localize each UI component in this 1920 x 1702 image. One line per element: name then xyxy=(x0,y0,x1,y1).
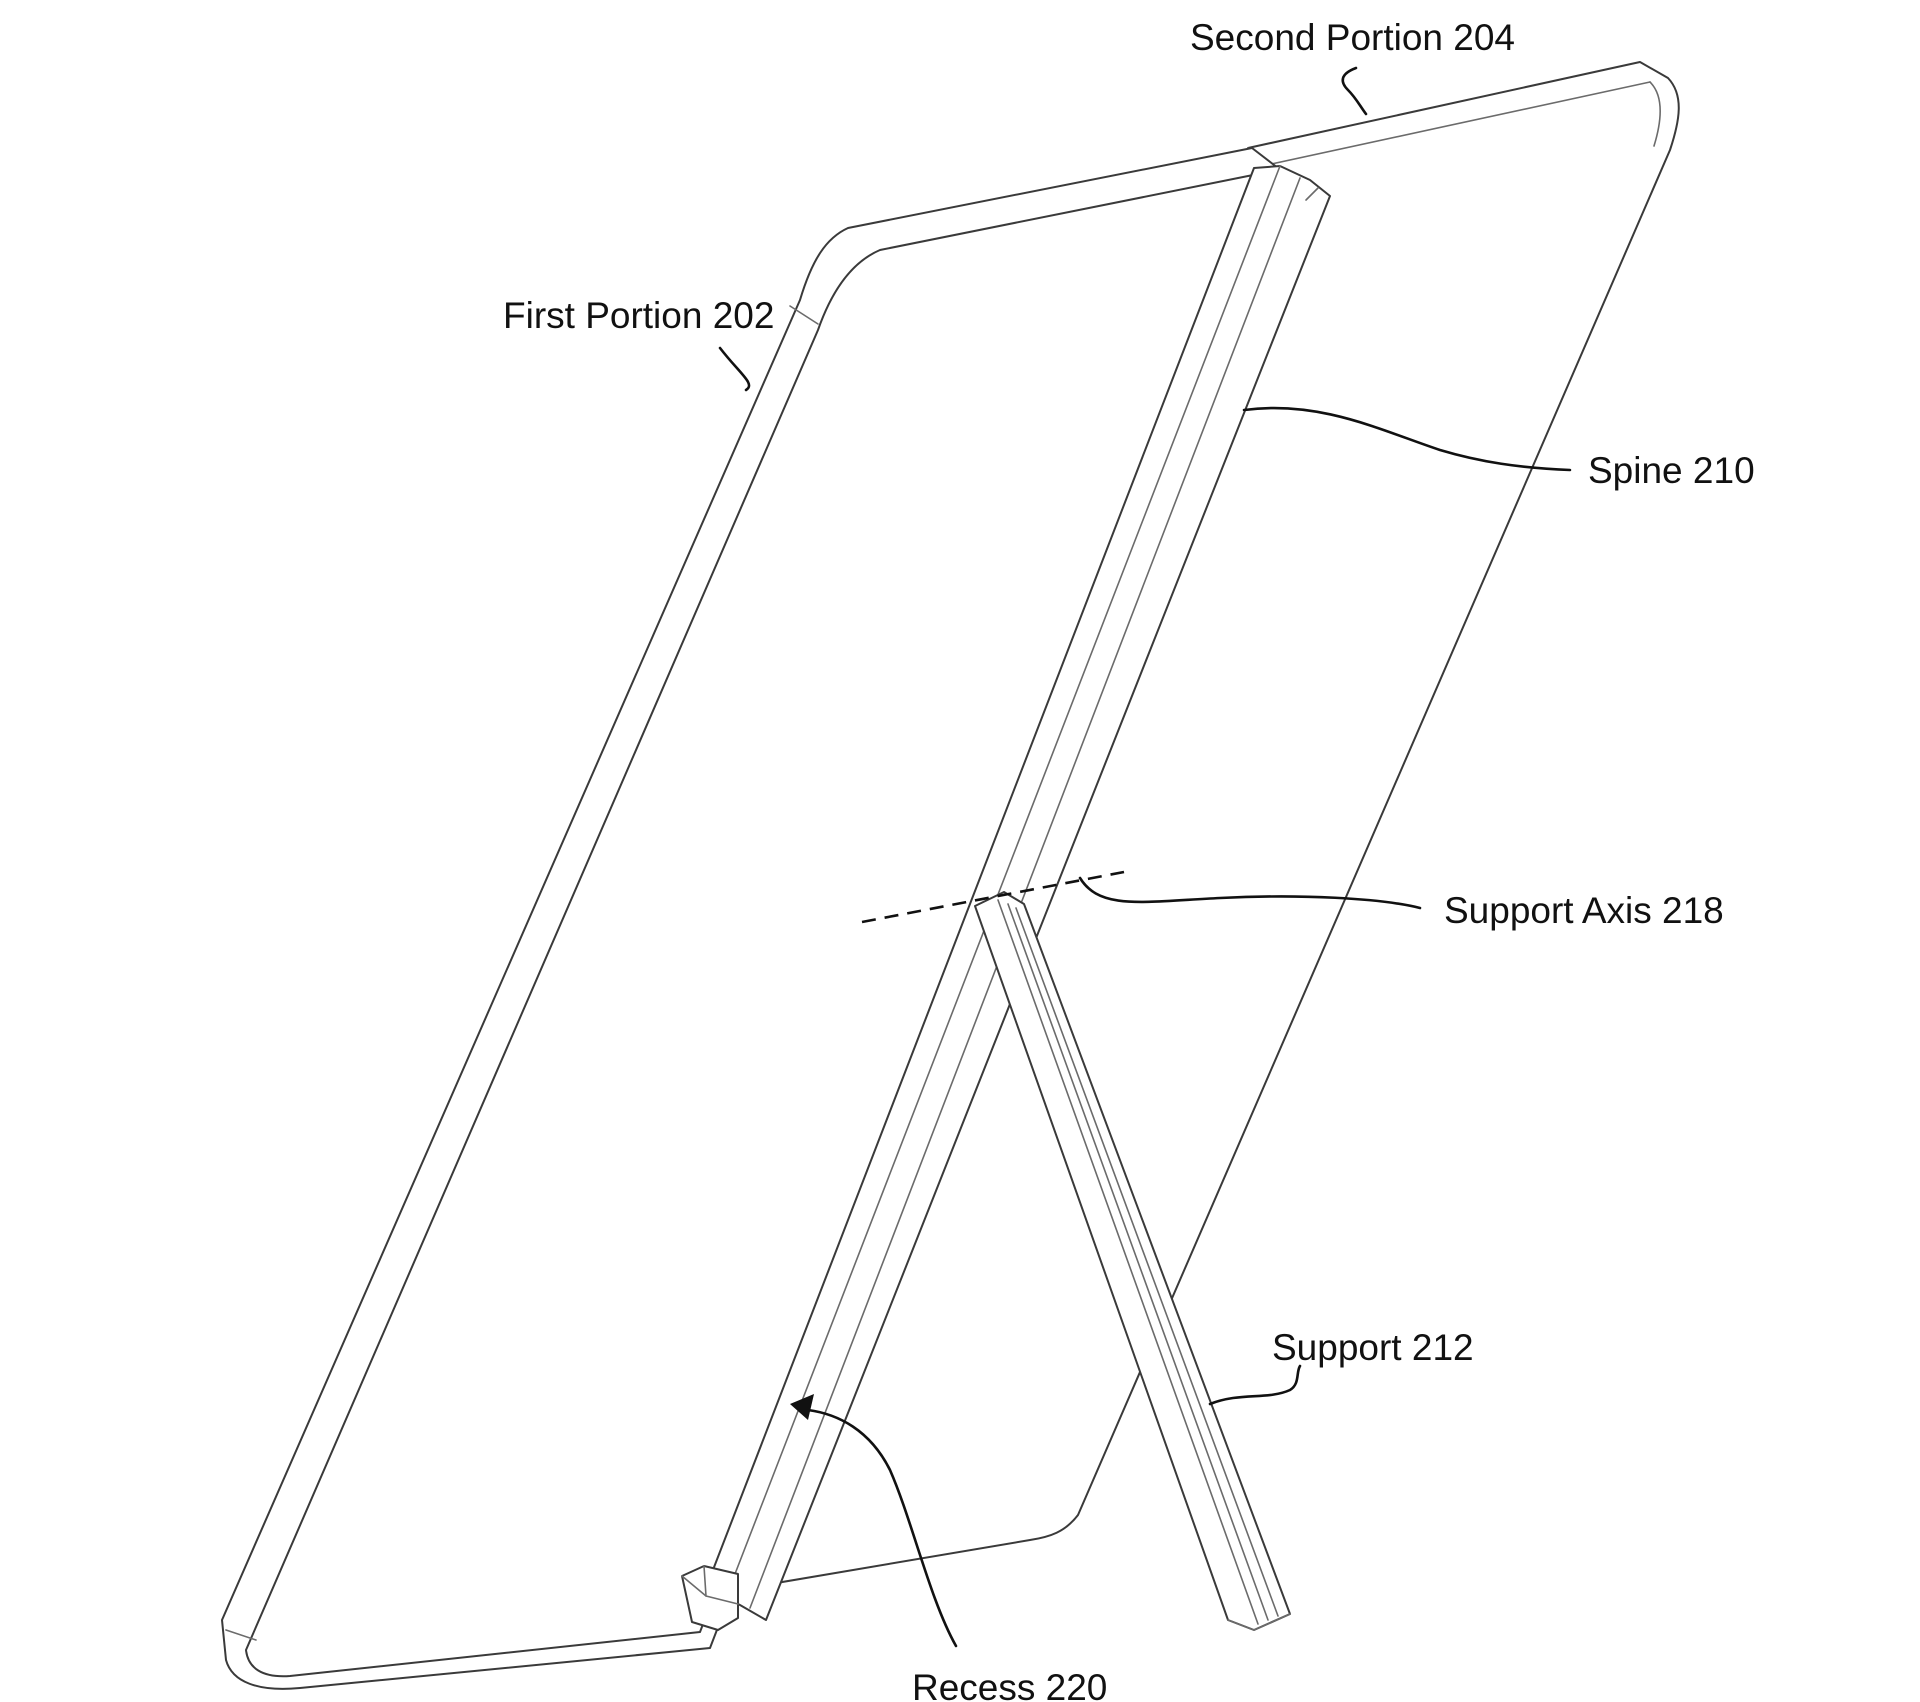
leader-second-portion xyxy=(1341,66,1368,116)
spine xyxy=(705,165,1331,1621)
leader-support xyxy=(1208,1364,1302,1406)
label-second-portion: Second Portion 204 xyxy=(1190,17,1515,58)
recess-arrowhead xyxy=(790,1394,814,1420)
label-support-axis: Support Axis 218 xyxy=(1444,890,1724,931)
recess-block xyxy=(681,1565,739,1631)
first-portion xyxy=(221,147,1279,1690)
leader-recess xyxy=(806,1408,958,1648)
label-first-portion: First Portion 202 xyxy=(503,295,774,336)
support xyxy=(974,891,1291,1631)
leader-support-axis xyxy=(1078,876,1422,910)
leader-first-portion xyxy=(718,346,751,392)
leader-spine xyxy=(1242,406,1572,472)
label-recess: Recess 220 xyxy=(912,1667,1107,1702)
label-support: Support 212 xyxy=(1272,1327,1474,1368)
label-spine: Spine 210 xyxy=(1588,450,1755,491)
